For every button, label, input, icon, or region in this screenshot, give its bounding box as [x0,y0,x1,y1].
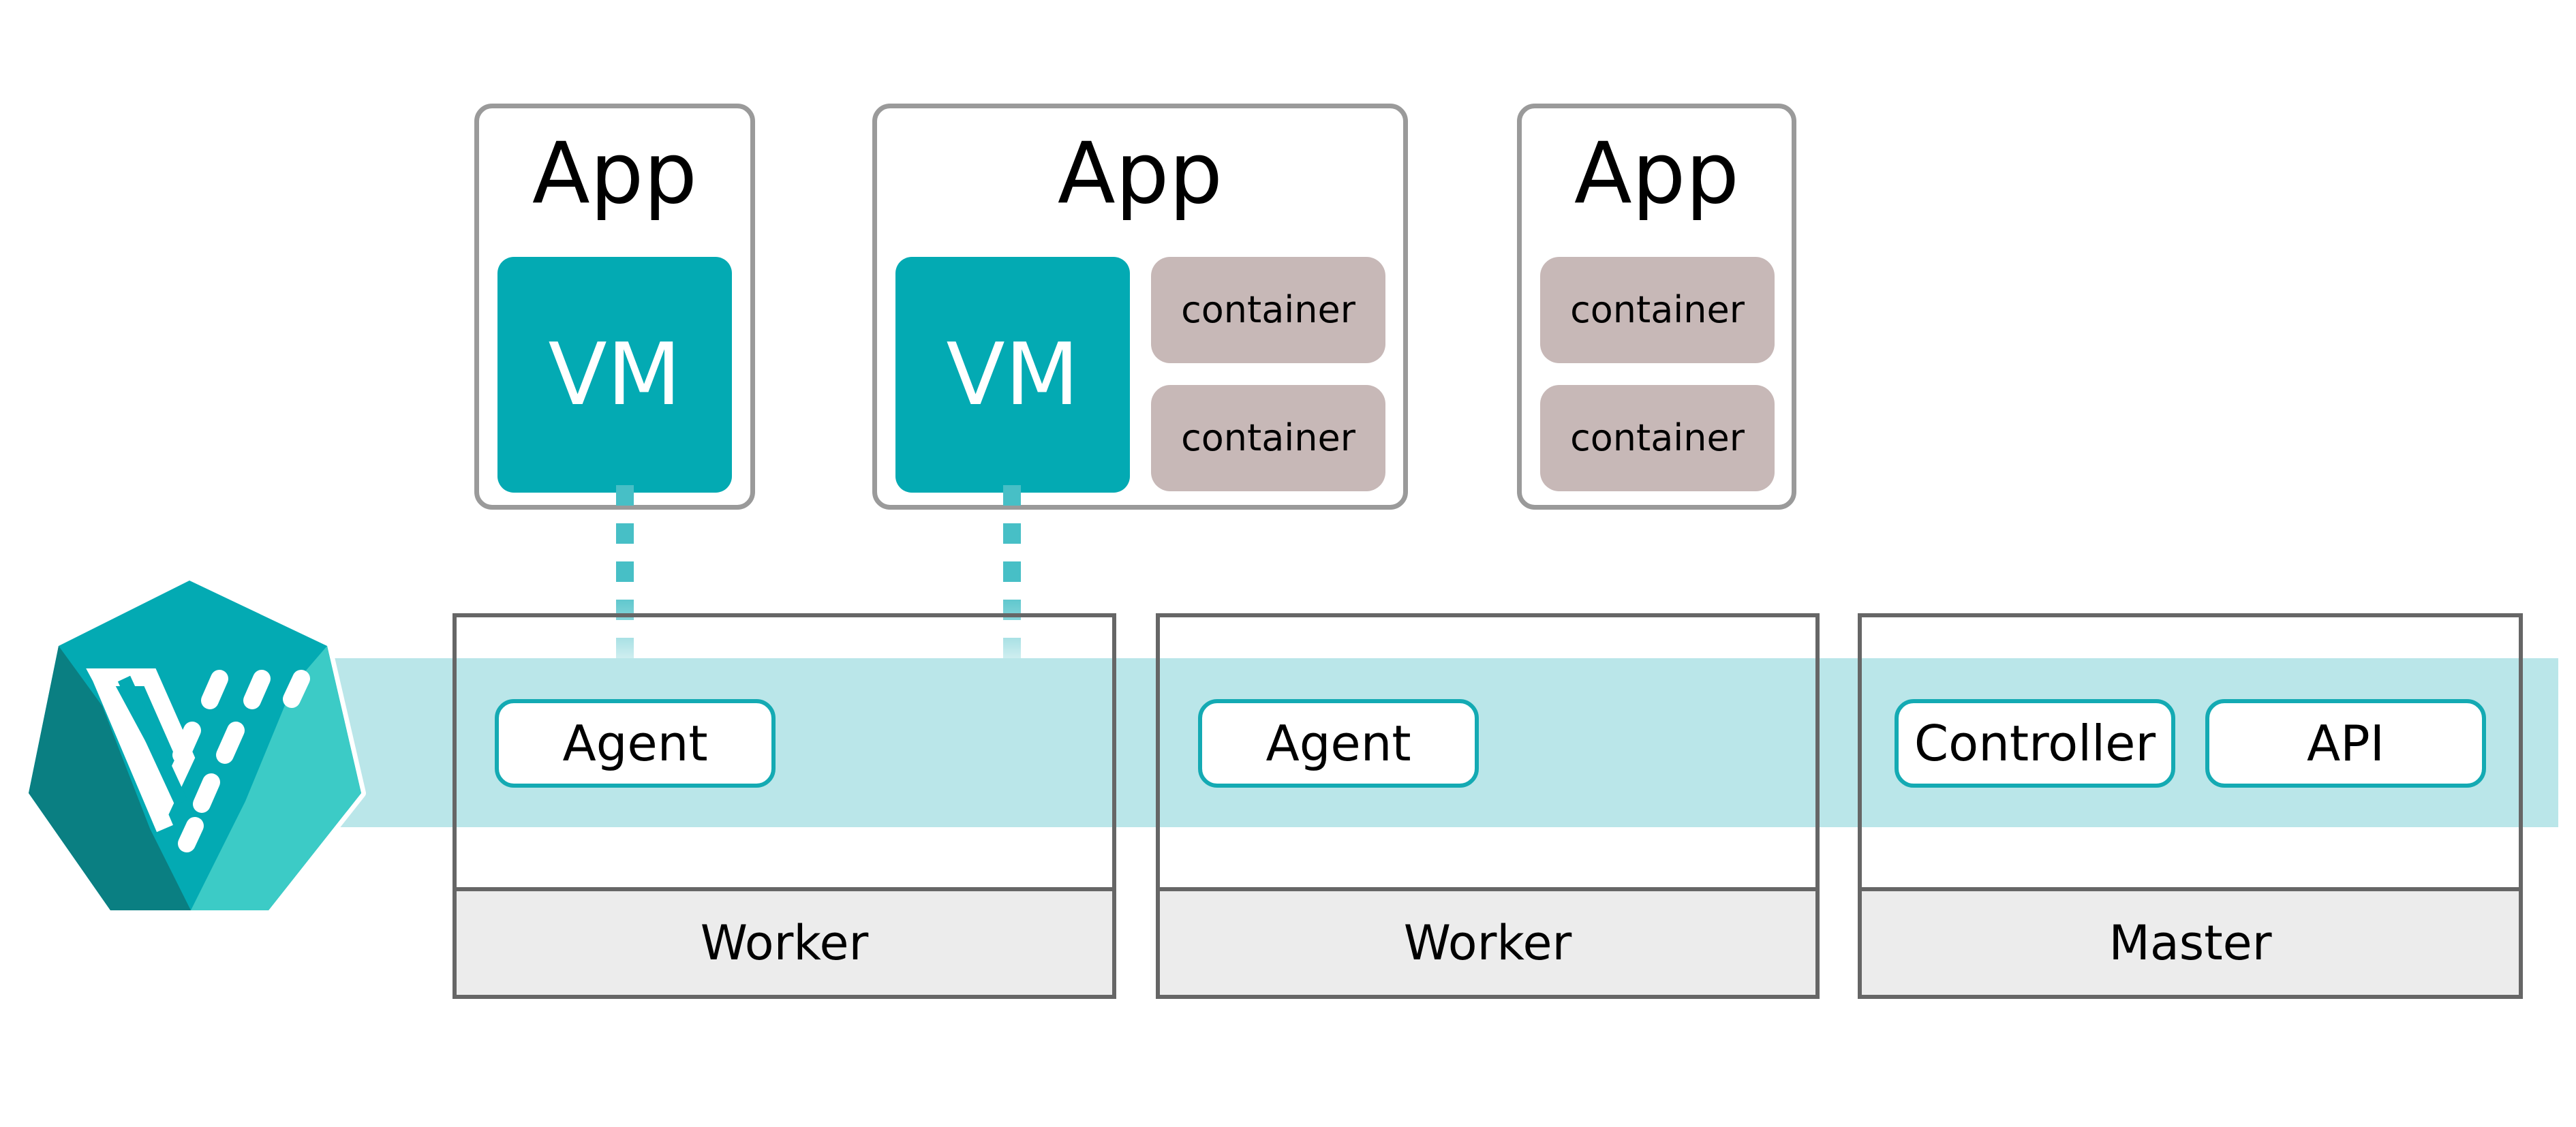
app-title: App [532,125,698,223]
app-box-1: App VM [474,104,755,510]
app-title: App [1057,125,1223,223]
container-block: container [1540,257,1775,363]
vm-link-2 [1003,485,1021,669]
container-block: container [1540,385,1775,491]
vm-block: VM [895,257,1130,493]
container-block: container [1151,385,1385,491]
app-box-2: App VM container container [872,104,1408,510]
kubevirt-logo-icon [24,576,366,914]
controller-pill: Controller [1895,699,2175,788]
node-role-label: Master [1858,887,2523,999]
vm-block: VM [497,257,732,493]
agent-pill: Agent [1198,699,1479,788]
vm-link-1 [616,485,634,669]
api-pill: API [2205,699,2486,788]
node-role-label: Worker [1156,887,1820,999]
app-title: App [1574,125,1740,223]
app-box-3: App container container [1517,104,1796,510]
container-block: container [1151,257,1385,363]
agent-pill: Agent [495,699,776,788]
node-role-label: Worker [453,887,1116,999]
